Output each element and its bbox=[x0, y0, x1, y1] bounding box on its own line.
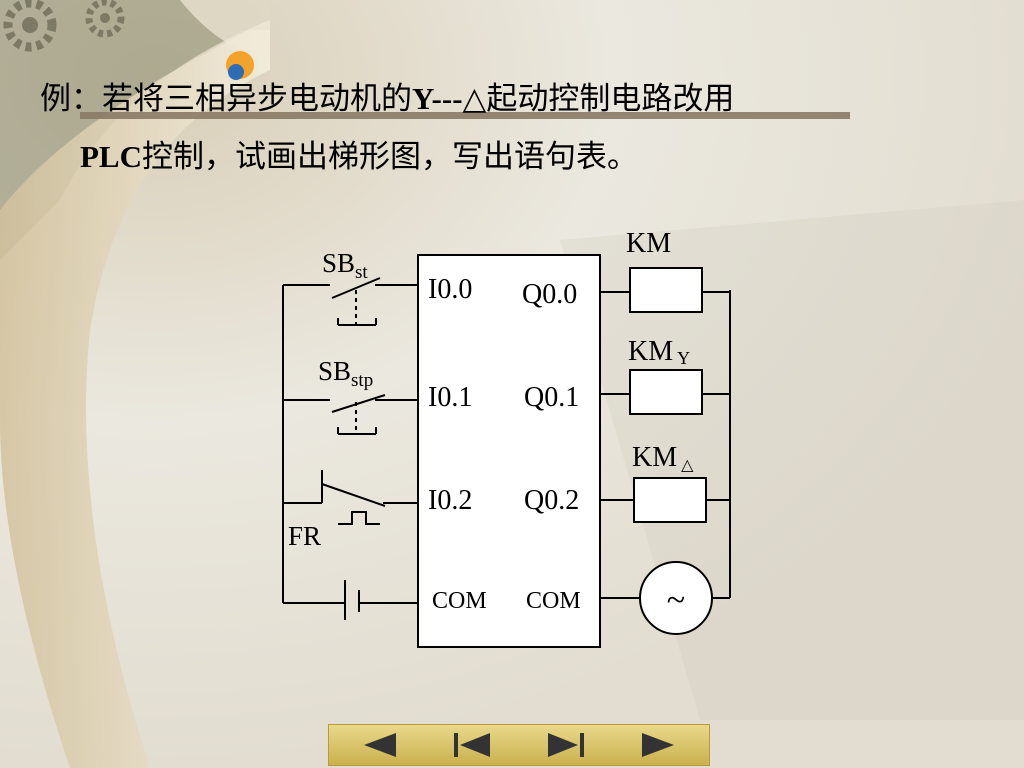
coil-km bbox=[629, 267, 703, 313]
next-button[interactable] bbox=[624, 729, 684, 761]
label-fr: FR bbox=[288, 521, 321, 551]
label-km-delta: KM△ bbox=[632, 442, 694, 474]
last-slide-button[interactable] bbox=[534, 729, 594, 761]
terminal-q0-1: Q0.1 bbox=[524, 382, 579, 413]
terminal-q0-0: Q0.0 bbox=[522, 279, 577, 310]
title-underline bbox=[80, 112, 850, 119]
first-slide-button[interactable] bbox=[444, 729, 504, 761]
previous-button[interactable] bbox=[354, 729, 414, 761]
logo-icon bbox=[226, 51, 254, 80]
terminal-i0-2: I0.2 bbox=[428, 485, 472, 516]
battery-source bbox=[344, 580, 360, 620]
coil-km-y bbox=[629, 369, 703, 415]
terminal-com-in: COM bbox=[432, 588, 487, 614]
title-line-2: PLC控制，试画出梯形图，写出语句表。 bbox=[80, 139, 638, 175]
switch-sb-stp bbox=[331, 394, 386, 435]
plc-box bbox=[417, 254, 601, 648]
ac-symbol: ~ bbox=[667, 582, 685, 619]
terminal-q0-2: Q0.2 bbox=[524, 485, 579, 516]
terminal-i0-0: I0.0 bbox=[428, 274, 472, 305]
slide-title: 例：若将三相异步电动机的Y---△起动控制电路改用 PLC控制，试画出梯形图，写… bbox=[40, 70, 1000, 186]
skip-forward-icon bbox=[548, 733, 584, 757]
terminal-i0-1: I0.1 bbox=[428, 382, 472, 413]
skip-back-icon bbox=[454, 733, 490, 757]
terminal-com-out: COM bbox=[526, 588, 581, 614]
slide-navigation-bar bbox=[328, 724, 710, 766]
gear-icon bbox=[3, 0, 125, 52]
title-line-1: 例：若将三相异步电动机的Y---△起动控制电路改用 bbox=[40, 81, 735, 117]
ac-source bbox=[639, 561, 713, 635]
label-km: KM bbox=[626, 228, 671, 259]
coil-km-delta bbox=[633, 477, 707, 523]
triangle-right-icon bbox=[642, 733, 674, 757]
triangle-left-icon bbox=[364, 733, 396, 757]
label-sb-stp: SBstp bbox=[318, 356, 373, 391]
label-sb-st: SBst bbox=[322, 248, 368, 283]
switch-sb-st bbox=[331, 277, 381, 326]
switch-fr bbox=[321, 470, 386, 525]
